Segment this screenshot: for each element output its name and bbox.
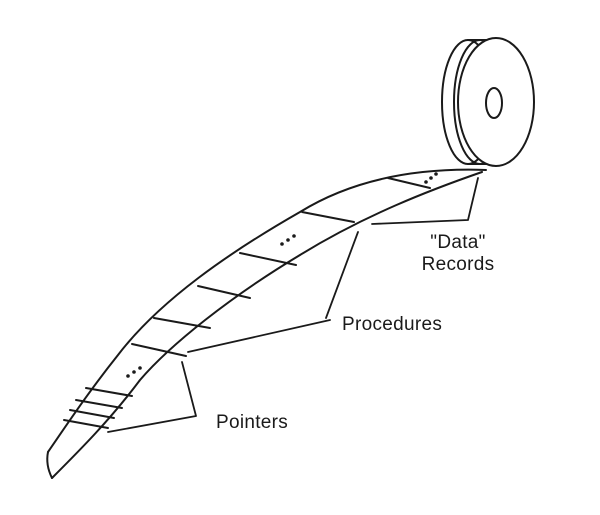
pointer-line [75, 399, 123, 409]
pointers-label: Pointers [216, 412, 289, 433]
tape-reel [441, 37, 535, 167]
ellipsis-lower [126, 366, 142, 378]
procedures-callout-lower [187, 319, 331, 353]
pointers-callout [107, 361, 197, 433]
data-records-label-line2: Records [421, 253, 495, 275]
pointer-line [69, 409, 115, 419]
ellipsis-near-reel [424, 172, 438, 184]
record-divider [239, 252, 297, 266]
pointer-line [63, 419, 109, 429]
procedures-label: Procedures [342, 314, 443, 335]
procedures-callout-upper [325, 231, 359, 319]
data-records-label-line1: "Data" [430, 232, 486, 253]
tape-top-edge [47, 168, 487, 453]
data-records-label: "Data" Records [408, 232, 508, 276]
pointer-line [85, 387, 133, 397]
record-divider [153, 317, 211, 329]
record-divider [197, 285, 251, 299]
record-divider [301, 211, 355, 223]
ellipsis-middle [280, 234, 296, 246]
record-divider [387, 177, 431, 189]
data-records-callout [371, 177, 479, 225]
reel-hub [485, 87, 503, 119]
tape-bottom-edge [51, 171, 483, 479]
tape-end [46, 451, 53, 479]
tape-strip [46, 168, 487, 479]
record-divider [131, 343, 187, 357]
callout-lines [107, 177, 479, 433]
tape-ellipses [126, 172, 438, 378]
